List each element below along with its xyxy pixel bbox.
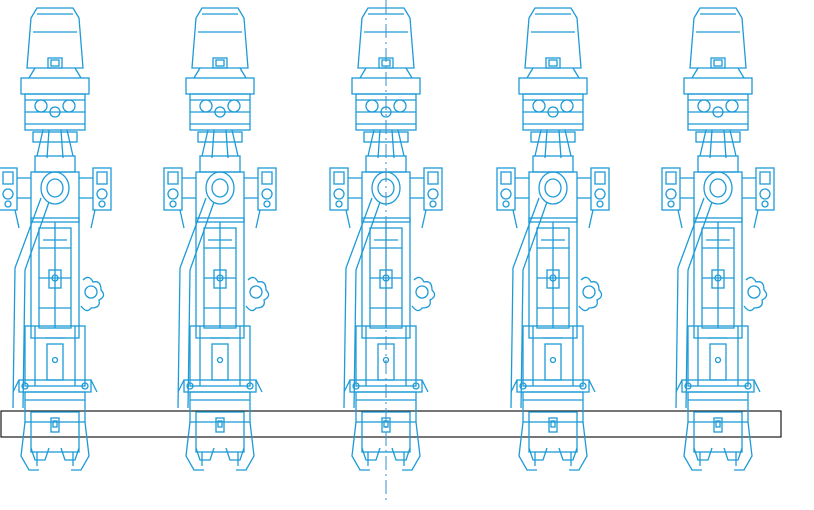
machine-2: [163, 7, 277, 471]
machine-1: [0, 7, 112, 471]
machine-5: [661, 7, 775, 471]
machine-4: [496, 7, 610, 471]
base-beam: [0, 410, 782, 438]
